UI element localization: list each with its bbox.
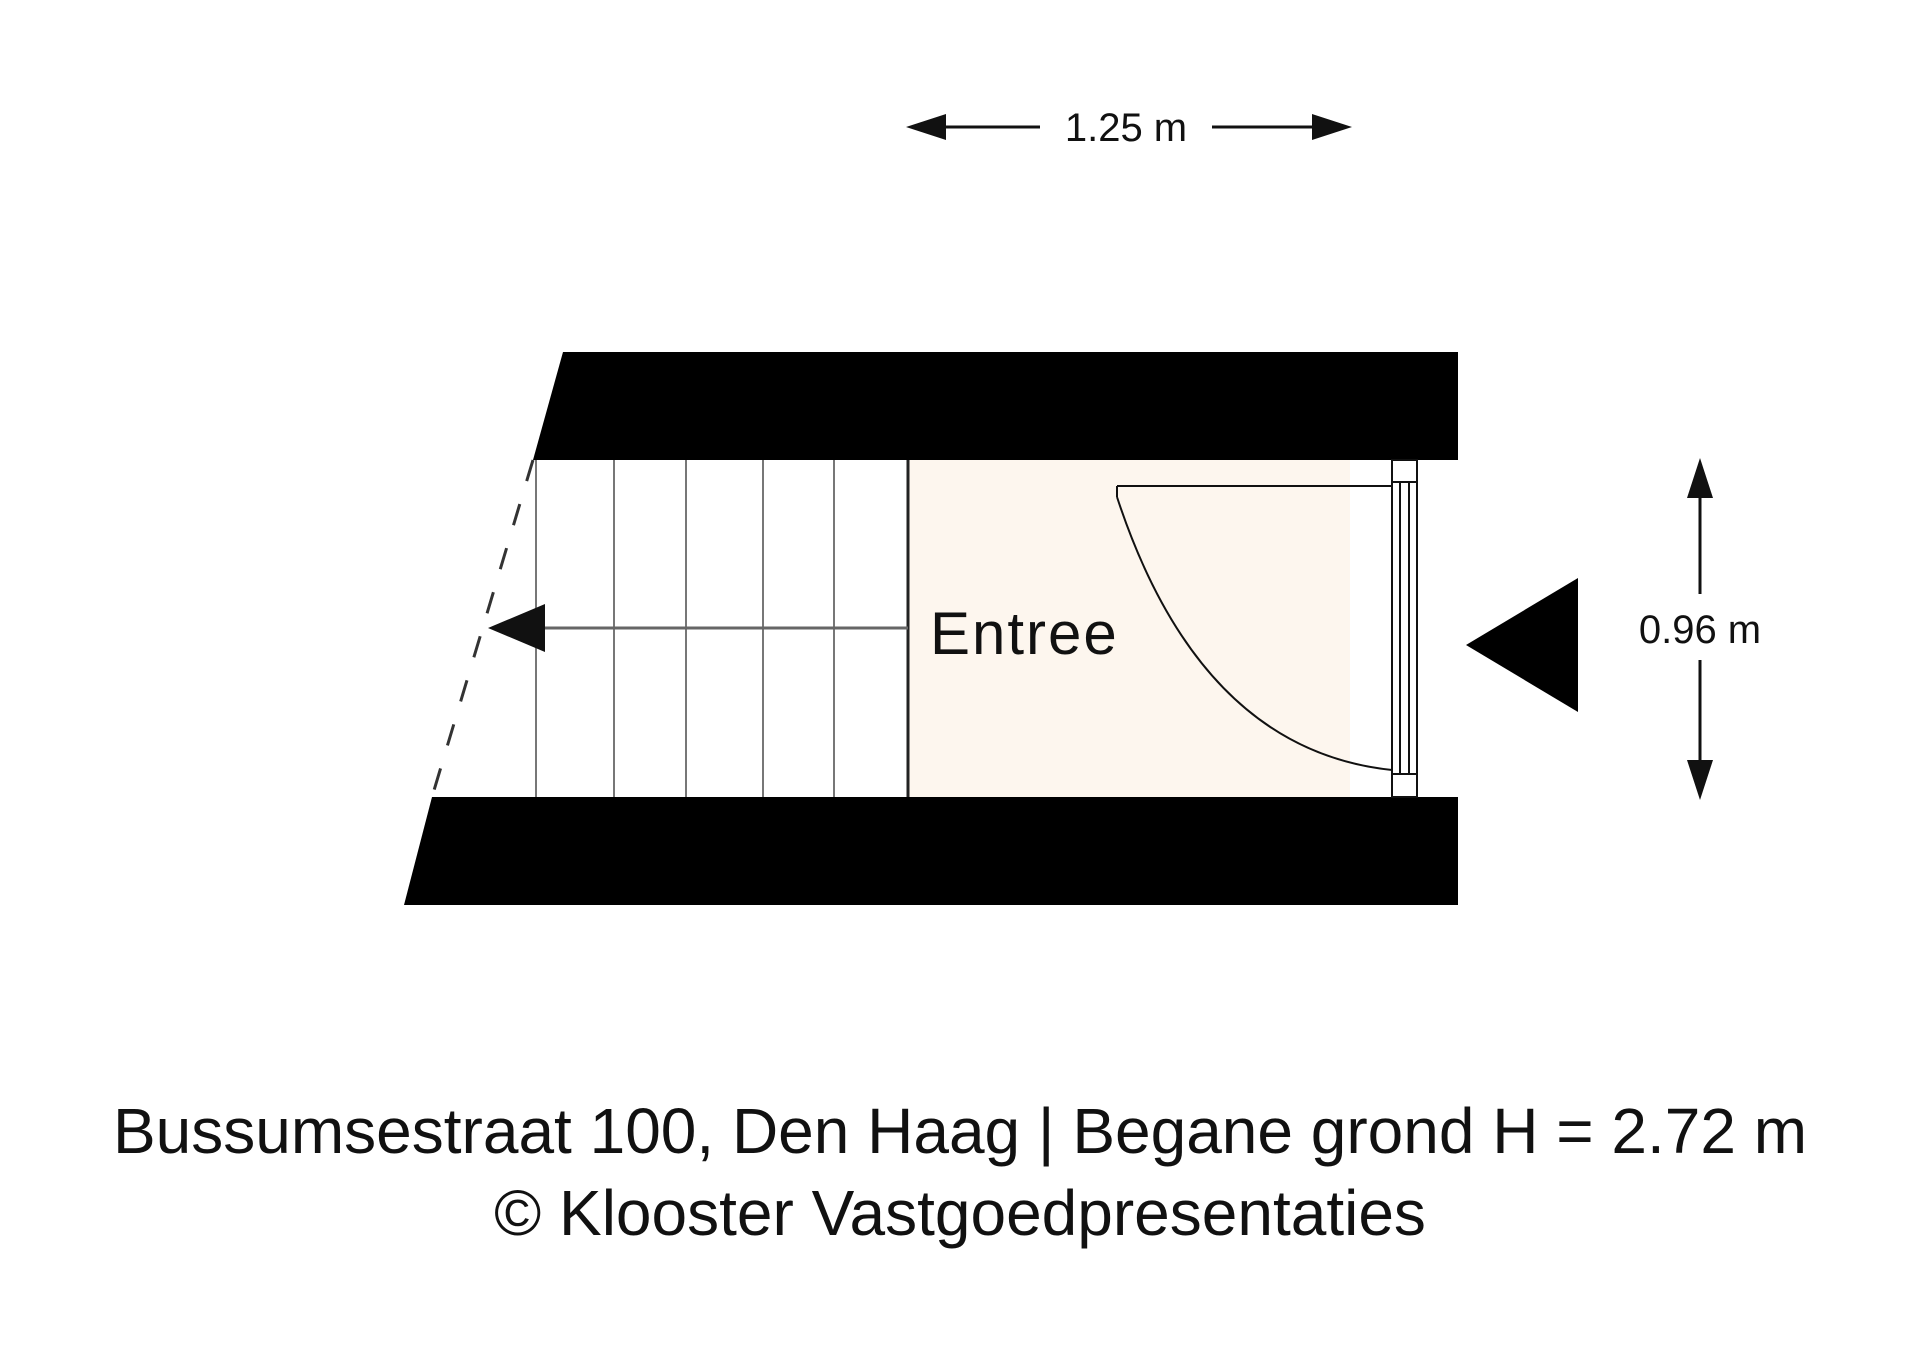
address-and-floor-label: Bussumsestraat 100, Den Haag | Begane gr… <box>112 1095 1808 1167</box>
depth-dimension-arrow-up-icon <box>1687 458 1713 498</box>
bottom-wall <box>404 797 1458 905</box>
entrance-room-floor <box>908 460 1350 797</box>
door-swing-arc <box>1116 496 1393 771</box>
top-wall <box>533 352 1458 460</box>
depth-dimension-arrow-down-icon <box>1687 760 1713 800</box>
width-dimension-label: 1.25 m <box>1065 106 1187 150</box>
stair-cut-line <box>430 459 535 798</box>
front-door <box>1116 485 1393 771</box>
width-dimension-arrow-right-icon <box>1312 114 1352 140</box>
door-frame <box>1391 459 1418 798</box>
door-frame-outer <box>1391 459 1418 798</box>
stair-direction-arrow-icon <box>488 604 545 652</box>
copyright-label: © Klooster Vastgoedpresentaties <box>494 1177 1426 1249</box>
staircase <box>430 459 910 798</box>
entrance-marker-icon <box>1466 578 1578 712</box>
depth-dimension: 0.96 m <box>1639 458 1761 800</box>
depth-dimension-label: 0.96 m <box>1639 608 1761 652</box>
plan-caption: Bussumsestraat 100, Den Haag | Begane gr… <box>0 1090 1920 1254</box>
width-dimension: 1.25 m <box>906 106 1352 150</box>
width-dimension-arrow-left-icon <box>906 114 946 140</box>
room-label-entree: Entree <box>930 600 1119 667</box>
